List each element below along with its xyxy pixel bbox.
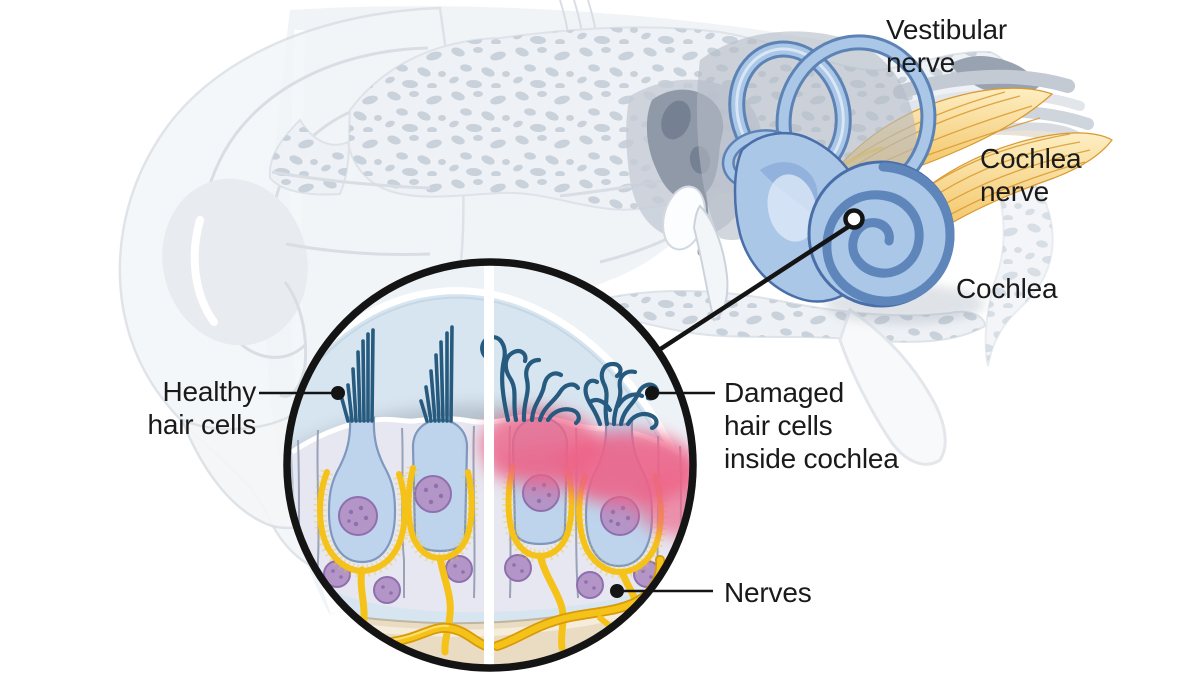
eustachian-outline: [838, 307, 947, 466]
inset-circle: [283, 258, 697, 672]
damaged-stereocilia: [480, 335, 660, 431]
support-cell-nuclei: [323, 554, 661, 604]
damaged-hair-cells-label: Damaged hair cells inside cochlea: [724, 377, 899, 475]
label-leaders: [259, 386, 715, 598]
vestibule-highlight: [767, 174, 817, 242]
dome-rim-line: [290, 296, 690, 665]
cochlea-marker-ring: [843, 208, 865, 230]
cochlea-label: Cochlea: [956, 273, 1058, 304]
cochlea-nerve-label: Cochlea nerve: [980, 143, 1082, 208]
damage-glow: [480, 409, 690, 538]
inset-border: [283, 258, 697, 672]
healthy-stereocilia: [340, 325, 454, 423]
cochlea-inset-leader: [657, 208, 865, 352]
ossicle-shade-1: [661, 100, 691, 140]
tragus: [279, 281, 308, 398]
healthy-hair-cells-label: Healthy hair cells: [147, 376, 257, 441]
eardrum: [692, 204, 729, 322]
vestibular-nerve-label: Vestibular nerve: [886, 14, 1007, 79]
concha-highlight: [190, 216, 218, 326]
nerves-label: Nerves: [724, 577, 812, 608]
cochlea-spiral: [807, 160, 955, 308]
inner-ear: [696, 31, 985, 324]
inset-divider: [484, 265, 494, 665]
